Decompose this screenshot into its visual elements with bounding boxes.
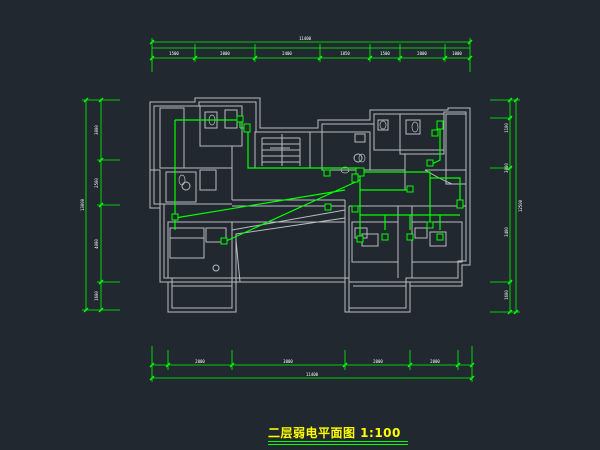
title-underline-thin	[268, 444, 408, 445]
left-dimension-ticks	[83, 97, 104, 313]
right-dimension-1: 1100	[504, 123, 509, 133]
left-dimension-1: 3000	[94, 125, 99, 135]
right-total-dimension: 12500	[518, 199, 523, 212]
bottom-dimension-3: 2000	[373, 359, 383, 364]
top-dimension-7: 1000	[452, 51, 462, 56]
building-walls	[149, 97, 471, 313]
drawing-title: 二层弱电平面图 1:100	[268, 426, 401, 440]
bottom-dimension-2: 3000	[283, 359, 293, 364]
bottom-total-dimension: 11400	[306, 372, 319, 377]
weak-current-wiring	[174, 119, 461, 243]
top-dimension-2: 2000	[220, 51, 230, 56]
left-dimension-2: 2500	[94, 178, 99, 188]
top-dimension-6: 2000	[417, 51, 427, 56]
right-dimension-4: 1600	[504, 290, 509, 300]
bottom-dimension-ticks	[149, 362, 475, 381]
top-dimension-3: 2400	[282, 51, 292, 56]
right-dimension-2: 3000	[504, 163, 509, 173]
top-dimension-ticks	[149, 39, 473, 61]
left-dimension-4: 1600	[94, 291, 99, 301]
right-dimension-chain	[490, 99, 520, 313]
left-dimension-3: 4000	[94, 239, 99, 249]
bottom-dimension-4: 2000	[430, 359, 440, 364]
top-dimension-chain	[151, 38, 471, 72]
title-underline	[268, 441, 408, 442]
right-dimension-ticks	[507, 97, 519, 315]
top-dimension-1: 1500	[169, 51, 179, 56]
right-dimension-3: 3400	[504, 227, 509, 237]
top-dimension-5: 1500	[380, 51, 390, 56]
bottom-dimension-chain	[151, 346, 473, 382]
top-total-dimension: 11400	[299, 36, 312, 41]
bottom-dimension-1: 2000	[195, 359, 205, 364]
weak-current-outlets	[171, 115, 464, 245]
left-total-dimension: 13000	[80, 198, 85, 211]
top-dimension-4: 1850	[340, 51, 350, 56]
